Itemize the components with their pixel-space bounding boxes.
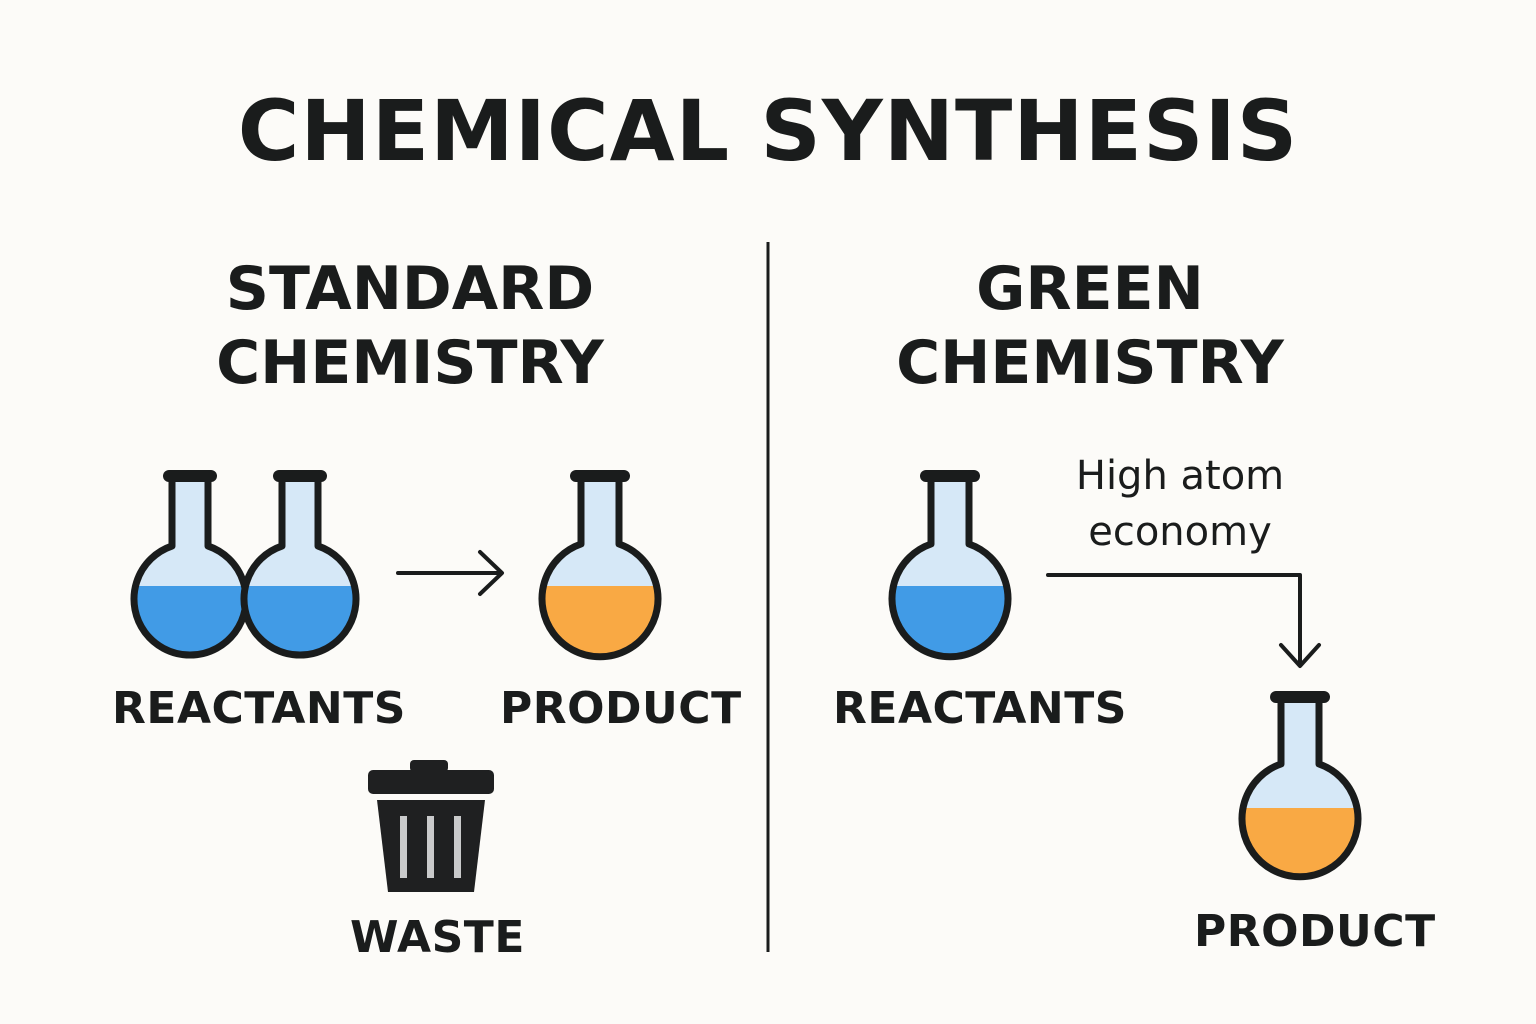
- flask-icon: [1238, 691, 1362, 881]
- standard-reactants-label: REACTANTS: [112, 683, 406, 734]
- standard-heading-line1: STANDARD: [225, 254, 595, 324]
- annotation-line1: High atom: [1075, 453, 1285, 499]
- standard-product-label: PRODUCT: [500, 683, 742, 734]
- atom-economy-annotation: High atom economy: [1030, 448, 1330, 560]
- annotation-line2: economy: [1088, 509, 1272, 555]
- standard-heading-line2: CHEMISTRY: [216, 328, 604, 398]
- flask-icon: [538, 470, 662, 661]
- trash-can-icon: [368, 760, 494, 892]
- standard-chemistry-heading: STANDARD CHEMISTRY: [110, 252, 710, 400]
- arrow-right-icon: [396, 550, 504, 596]
- flask-icon: [130, 470, 250, 659]
- green-product-label: PRODUCT: [1194, 906, 1436, 957]
- green-heading-line1: GREEN: [976, 254, 1204, 324]
- green-heading-line2: CHEMISTRY: [896, 328, 1284, 398]
- green-reactants-label: REACTANTS: [833, 683, 1127, 734]
- green-chemistry-heading: GREEN CHEMISTRY: [790, 252, 1390, 400]
- arrow-down-icon: [1046, 573, 1321, 668]
- page-title: CHEMICAL SYNTHESIS: [237, 82, 1299, 180]
- waste-label: WASTE: [350, 912, 525, 963]
- flask-icon: [888, 470, 1012, 661]
- flask-icon: [240, 470, 360, 659]
